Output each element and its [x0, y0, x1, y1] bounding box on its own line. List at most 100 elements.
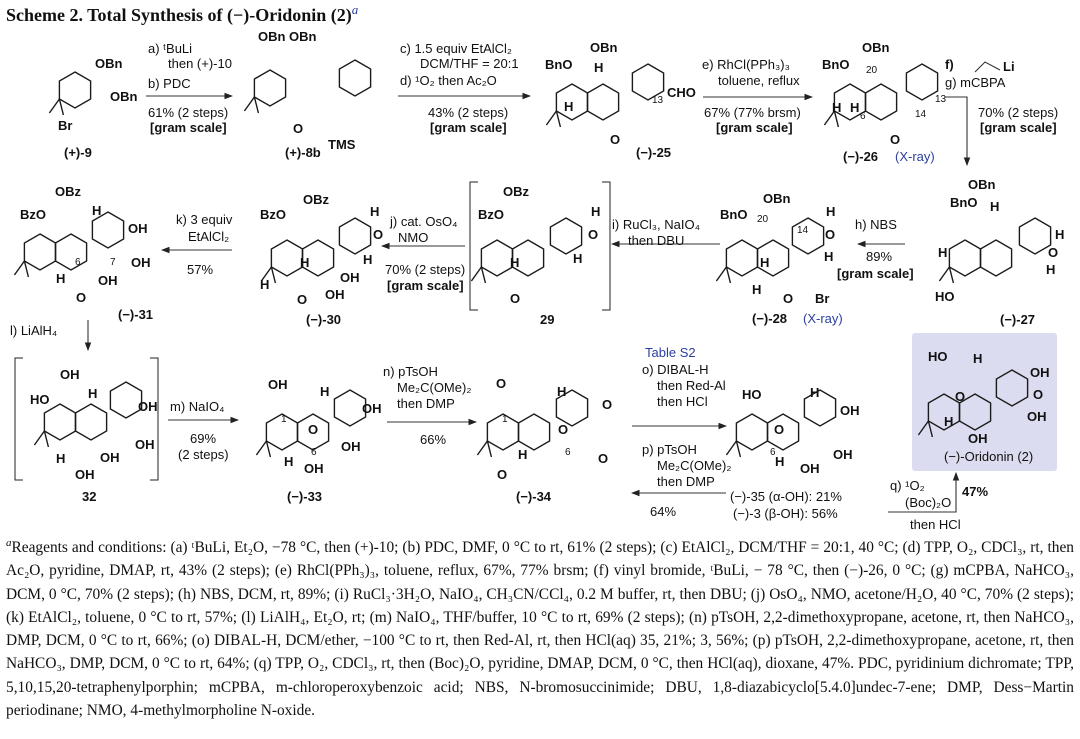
compounds-c31-atoms-8: H: [56, 271, 66, 286]
c33-ring-1: [296, 413, 330, 451]
arrow-q: [888, 471, 960, 513]
compounds-c32-atoms-3: OH: [138, 399, 158, 414]
c30-ring-0: [270, 239, 304, 277]
compounds-c27-atoms-4: O: [1048, 245, 1059, 260]
compounds-c31-atoms-7: OH: [98, 273, 118, 288]
oridonin-ring-2: [995, 369, 1029, 407]
c26-methyl-bonds: [823, 110, 840, 128]
c35-ring-2: [803, 389, 837, 427]
steps-q-lines-1: (Boc)₂O: [905, 495, 952, 510]
compounds-c32-atoms-0: HO: [30, 392, 50, 407]
compounds-c34-atoms-1: 1: [502, 414, 508, 425]
footnote-mark: a: [6, 536, 12, 549]
compounds-c25-atoms-0: BnO: [545, 57, 573, 72]
compounds-c33-atoms-0: OH: [268, 377, 288, 392]
compounds-oridonin-atoms-7: OH: [968, 431, 988, 446]
steps-q-lines-2: then HCl: [910, 517, 961, 532]
steps-j-yield: 70% (2 steps): [385, 262, 466, 277]
compounds-c32-atoms-1: OH: [60, 367, 80, 382]
steps-n-lines-2: then DMP: [397, 396, 455, 411]
compounds-c8b-label: (+)-8b: [285, 145, 321, 160]
compounds-c33-atoms-2: H: [320, 384, 330, 399]
compounds-c26-atoms-7: 14: [915, 109, 927, 120]
compounds-c32-atoms-5: OH: [100, 450, 120, 465]
steps-q-lines-0: q) ¹O₂: [890, 478, 925, 493]
compounds-c29-atoms-2: O: [588, 227, 599, 242]
compounds-c28-atoms-8: H: [752, 282, 762, 297]
c28-ring-0: [725, 239, 759, 277]
compounds-c26-label: (−)-26: [843, 149, 879, 164]
compounds-c28-atoms-10: Br: [815, 291, 830, 306]
compounds-c27-atoms-7: HO: [935, 289, 955, 304]
scheme-title-text: Scheme 2. Total Synthesis of (−)-Oridoni…: [6, 5, 352, 25]
compounds-c28-label: (−)-28: [752, 311, 788, 326]
compounds-c26-atoms-6: 13: [935, 94, 947, 105]
steps-fg-yield: 70% (2 steps): [978, 105, 1059, 120]
compounds-c34-atoms-5: 6: [565, 447, 571, 458]
compounds-c33-atoms-6: 6: [311, 447, 317, 458]
vinyl-bond: [974, 61, 1001, 73]
steps-k-lines-1: EtAlCl₂: [188, 229, 230, 244]
c32-ring-2: [109, 381, 143, 419]
compounds-c26-atoms-8: O: [890, 132, 901, 147]
steps-l-lines-0: l) LiAlH₄: [10, 323, 58, 338]
c28-methyl-bonds: [715, 266, 732, 284]
steps-e-yield: 67% (77% brsm): [704, 105, 801, 120]
steps-fg-lines-2: g) mCBPA: [945, 75, 1006, 90]
compounds-oridonin-atoms-5: OH: [1027, 409, 1047, 424]
compounds-c28-atoms-5: H: [826, 204, 836, 219]
scheme-title: Scheme 2. Total Synthesis of (−)-Oridoni…: [6, 2, 358, 26]
compounds-c34-atoms-4: O: [558, 422, 569, 437]
compounds-c28-atoms-1: OBn: [763, 191, 791, 206]
oridonin-highlight-box: [912, 333, 1057, 471]
c28-ring-2: [791, 217, 825, 255]
compounds-c26-atoms-1: OBn: [862, 40, 890, 55]
c9-ring-0: [58, 71, 92, 109]
steps-h-yield: 89%: [866, 249, 893, 264]
c34-ring-1: [517, 413, 551, 451]
c9-methyl-bonds: [48, 98, 65, 116]
compounds-c33-atoms-3: OH: [362, 401, 382, 416]
compounds-c29-atoms-6: O: [510, 291, 521, 306]
steps-n-yield: 66%: [420, 432, 447, 447]
steps-j-lines-0: j) cat. OsO₄: [390, 214, 458, 229]
compounds-c33-atoms-4: O: [308, 422, 319, 437]
c34-methyl-bonds: [476, 440, 493, 458]
steps-i-lines-1: then DBU: [628, 233, 685, 248]
compounds-c35-atoms-6: OH: [800, 461, 820, 476]
compounds-c35-atoms-3: O: [774, 422, 785, 437]
compounds-c8b-atoms-2: TMS: [328, 137, 356, 152]
steps-cd-yield: 43% (2 steps): [428, 105, 509, 120]
compounds-c33-label: (−)-33: [287, 489, 323, 504]
compounds-oridonin-atoms-3: O: [1033, 387, 1044, 402]
compounds-c35-atoms-5: OH: [833, 447, 853, 462]
compounds-c26-atoms-4: H: [850, 100, 860, 115]
compounds-c35-atoms-0: HO: [742, 387, 762, 402]
compounds-c25-label: (−)-25: [636, 145, 672, 160]
c25-ring-2: [631, 63, 665, 101]
compounds-c35-label-a: (−)-35 (α-OH): 21%: [730, 489, 842, 504]
c28-ring-1: [756, 239, 790, 277]
c33-ring-2: [333, 389, 367, 427]
compounds-c27-label: (−)-27: [1000, 312, 1036, 327]
compounds-c35-atoms-2: OH: [840, 403, 860, 418]
steps-fg-scale: [gram scale]: [980, 120, 1057, 135]
compounds-c31-atoms-6: OH: [131, 255, 151, 270]
c26-ring-2: [905, 63, 939, 101]
compounds-c30-atoms-4: H: [363, 252, 373, 267]
compounds-c30-atoms-7: OH: [325, 287, 345, 302]
compounds-c29-atoms-0: BzO: [478, 207, 504, 222]
compounds-c30-atoms-0: BzO: [260, 207, 286, 222]
compounds-c25-atoms-3: CHO: [667, 85, 696, 100]
steps-p-yield: 64%: [650, 504, 677, 519]
steps-j-scale: [gram scale]: [387, 278, 464, 293]
compounds-c35-label-b: (−)-3 (β-OH): 56%: [733, 506, 838, 521]
steps-i-lines-0: i) RuCl₃, NaIO₄: [612, 217, 700, 232]
compounds-oridonin-atoms-0: HO: [928, 349, 948, 364]
c32-ring-0: [43, 403, 77, 441]
c27-ring-0: [948, 239, 982, 277]
steps-k-lines-0: k) 3 equiv: [176, 212, 233, 227]
steps-fg-lines-0: f): [945, 57, 954, 72]
c30-ring-1: [301, 239, 335, 277]
compounds-c31-atoms-9: O: [76, 290, 87, 305]
